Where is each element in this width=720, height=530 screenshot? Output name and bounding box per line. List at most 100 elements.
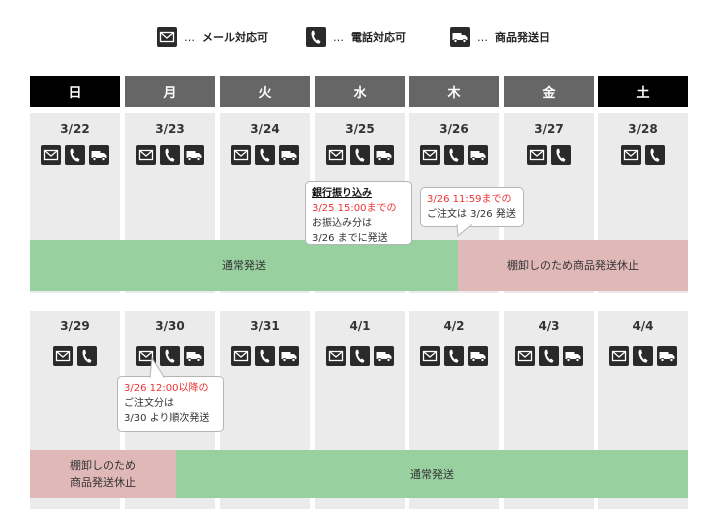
mail-icon [53,346,73,366]
bubble-title: 銀行振り込み [312,188,372,199]
legend-truck-label: 商品発送日 [495,31,550,44]
mail-icon [231,346,251,366]
day-icons [315,346,405,366]
day-icons [125,145,215,165]
bubble-text: ご注文は 3/26 発送 [427,209,516,220]
day-date: 3/28 [628,122,658,136]
mail-icon [231,145,251,165]
bubble-order-deadline: 3/26 11:59までの ご注文は 3/26 発送 [420,187,524,227]
band-label: 通常発送 [410,467,454,481]
weekday-header-sun: 日 [30,76,120,107]
day-date: 4/4 [632,319,654,333]
day-icons [30,145,120,165]
phone-icon [160,346,180,366]
phone-icon [350,145,370,165]
legend-dots: … [333,30,345,44]
phone-icon [539,346,559,366]
legend-mail: … メール対応可 [157,27,268,47]
day-date: 3/25 [345,122,375,136]
bubble-bank-transfer: 銀行振り込み 3/25 15:00までの お振込み分は 3/26 までに発送 [305,181,412,245]
bubble-tail [149,356,165,378]
phone-icon [77,346,97,366]
weekday-header-mon: 月 [125,76,215,107]
mail-icon [527,145,547,165]
bubble-deadline: 3/26 11:59までの [427,194,512,205]
mail-icon [136,145,156,165]
truck-icon [279,346,299,366]
day-icons [504,346,594,366]
day-icons [409,346,499,366]
day-date: 3/23 [155,122,185,136]
weekday-header-thu: 木 [409,76,499,107]
phone-icon [645,145,665,165]
phone-icon [551,145,571,165]
legend-phone-label: 電話対応可 [351,31,406,44]
truck-icon [374,346,394,366]
phone-icon [350,346,370,366]
legend: … メール対応可 … 電話対応可 … 商品発送日 [0,27,720,47]
day-icons [125,346,215,366]
band-closed-week1: 棚卸しのため商品発送休止 [458,240,688,291]
truck-icon [450,27,470,47]
mail-icon [41,145,61,165]
truck-icon [89,145,109,165]
day-date: 3/30 [155,319,185,333]
weekday-header-fri: 金 [504,76,594,107]
mail-icon [621,145,641,165]
bubble-text: ご注文分は [124,398,174,409]
day-icons [220,145,310,165]
day-date: 3/31 [250,319,280,333]
weekday-header-sat: 土 [598,76,688,107]
phone-icon [306,27,326,47]
day-icons [504,145,594,165]
phone-icon [65,145,85,165]
band-label: 棚卸しのため商品発送休止 [507,259,639,272]
band-label-line2: 商品発送休止 [70,476,136,489]
weekday-header-wed: 水 [315,76,405,107]
truck-icon [468,145,488,165]
band-closed-week2: 棚卸しのため 商品発送休止 [30,450,176,498]
mail-icon [515,346,535,366]
band-label: 通常発送 [222,259,266,272]
day-date: 4/2 [443,319,465,333]
truck-icon [374,145,394,165]
legend-mail-label: メール対応可 [202,31,268,44]
legend-dots: … [477,30,489,44]
bubble-text: 3/26 までに発送 [312,233,388,244]
phone-icon [160,145,180,165]
band-normal-shipping-week1: 通常発送 [30,240,458,291]
bubble-after-deadline: 3/26 12:00以降の ご注文分は 3/30 より順次発送 [117,376,224,432]
mail-icon [326,145,346,165]
legend-truck: … 商品発送日 [450,27,550,47]
bubble-deadline: 3/25 15:00までの [312,203,397,214]
day-icons [598,346,688,366]
mail-icon [420,346,440,366]
day-icons [30,346,120,366]
bubble-text: お振込み分は [312,218,372,229]
day-icons [315,145,405,165]
mail-icon [157,27,177,47]
phone-icon [444,145,464,165]
day-date: 3/29 [60,319,90,333]
bubble-text: 3/30 より順次発送 [124,413,210,424]
day-date: 3/26 [439,122,469,136]
truck-icon [468,346,488,366]
mail-icon [136,346,156,366]
bubble-deadline: 3/26 12:00以降の [124,383,209,394]
bubble-tail [456,224,473,238]
legend-dots: … [184,30,196,44]
day-date: 3/22 [60,122,90,136]
day-icons [598,145,688,165]
truck-icon [184,145,204,165]
phone-icon [633,346,653,366]
weekday-header-tue: 火 [220,76,310,107]
mail-icon [326,346,346,366]
day-icons [409,145,499,165]
day-date: 3/27 [534,122,564,136]
band-normal-shipping-week2: 通常発送 [176,450,688,498]
truck-icon [563,346,583,366]
phone-icon [255,346,275,366]
truck-icon [184,346,204,366]
band-label-line1: 棚卸しのため [70,459,136,472]
truck-icon [279,145,299,165]
